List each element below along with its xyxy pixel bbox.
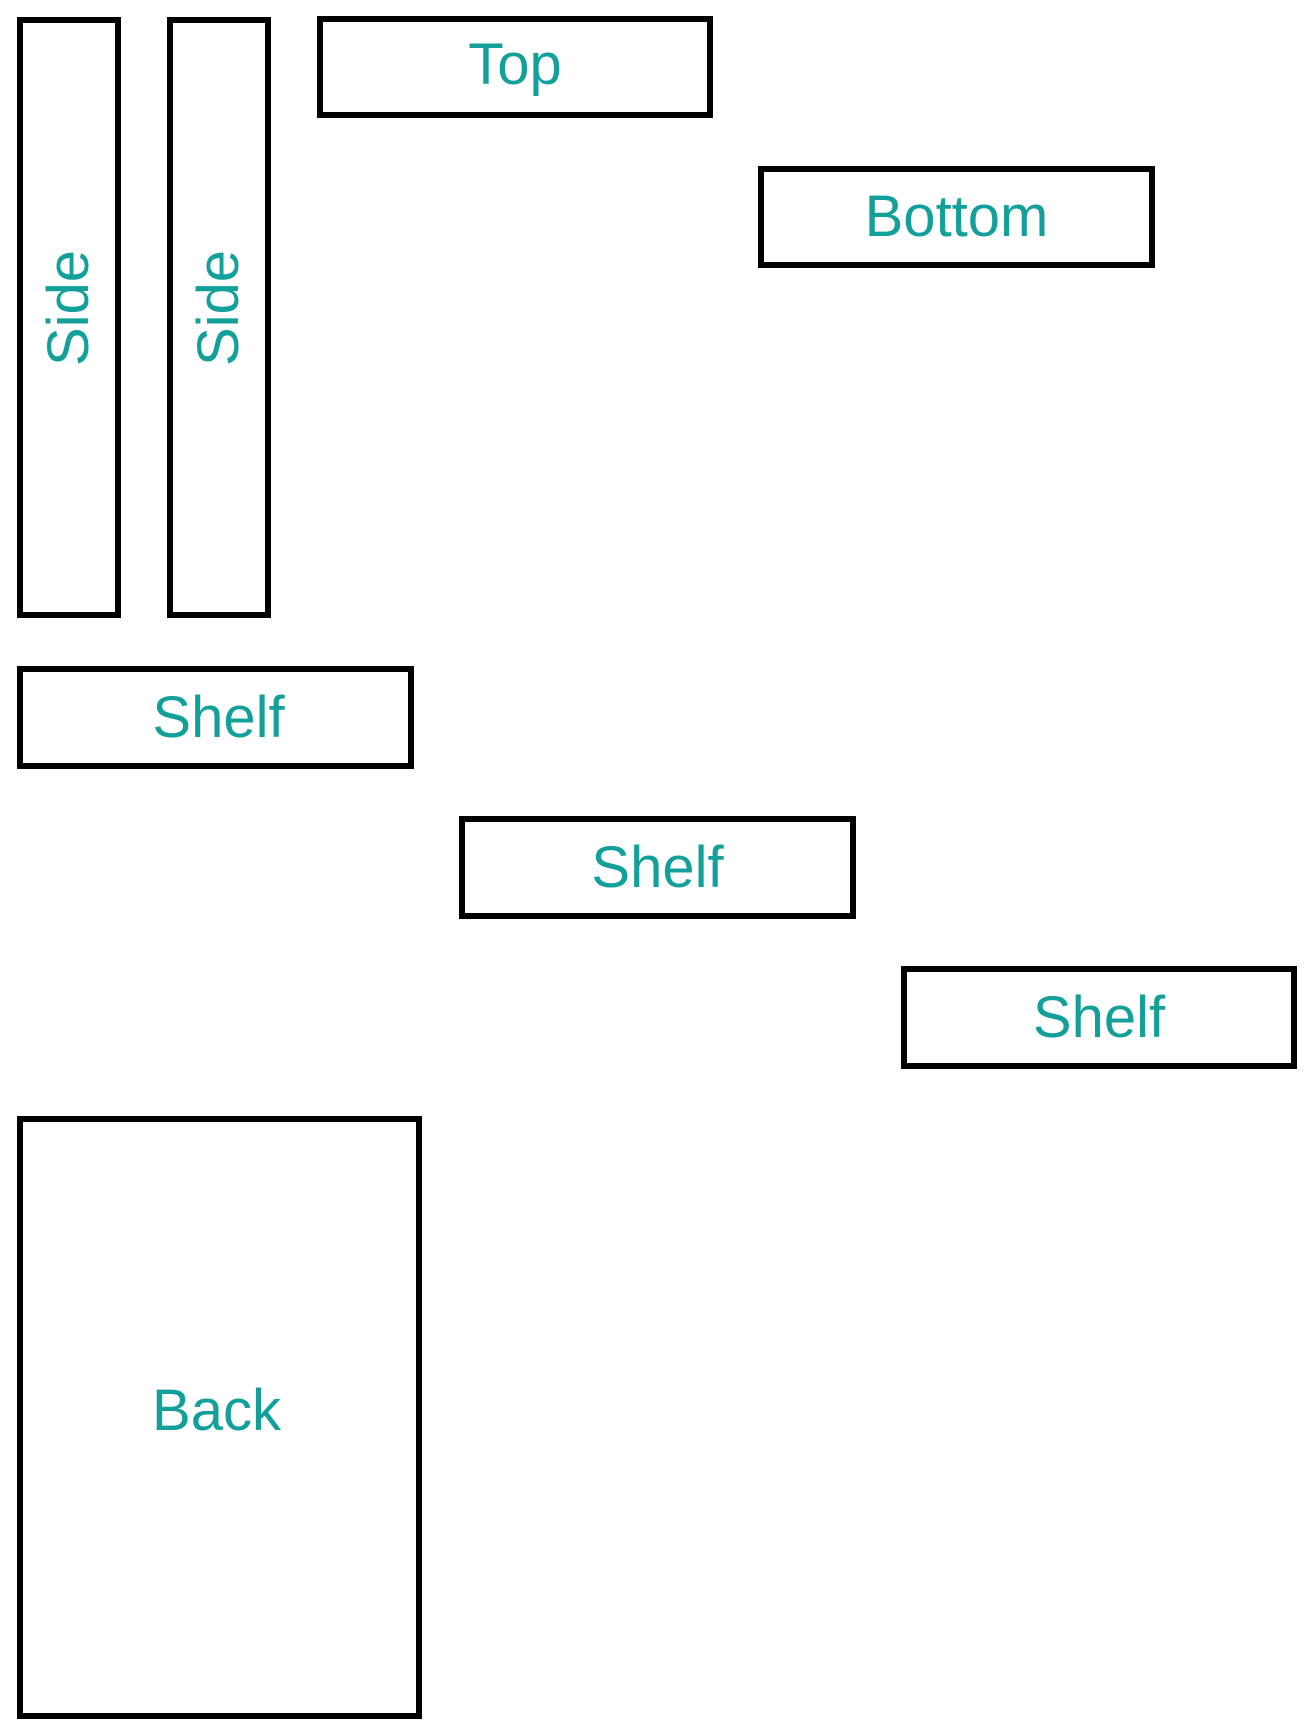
top-panel: Top <box>317 16 713 118</box>
shelf-panel-2-label: Shelf <box>591 834 724 900</box>
shelf-panel-1: Shelf <box>17 666 414 769</box>
bottom-panel-label: Bottom <box>864 184 1049 249</box>
side-panel-2-label: Side <box>186 249 251 366</box>
shelf-panel-3: Shelf <box>901 966 1297 1069</box>
back-panel: Back <box>17 1116 422 1719</box>
side-panel-1-label: Side <box>36 249 101 366</box>
shelf-panel-3-label: Shelf <box>1032 984 1166 1050</box>
shelf-panel-2: Shelf <box>459 816 856 919</box>
bottom-panel: Bottom <box>758 166 1155 268</box>
top-panel-label: Top <box>468 32 562 97</box>
shelf-panel-1-label: Shelf <box>152 684 285 750</box>
back-panel-label: Back <box>152 1377 281 1443</box>
side-panel-2: Side <box>167 17 271 618</box>
side-panel-1: Side <box>17 17 121 618</box>
